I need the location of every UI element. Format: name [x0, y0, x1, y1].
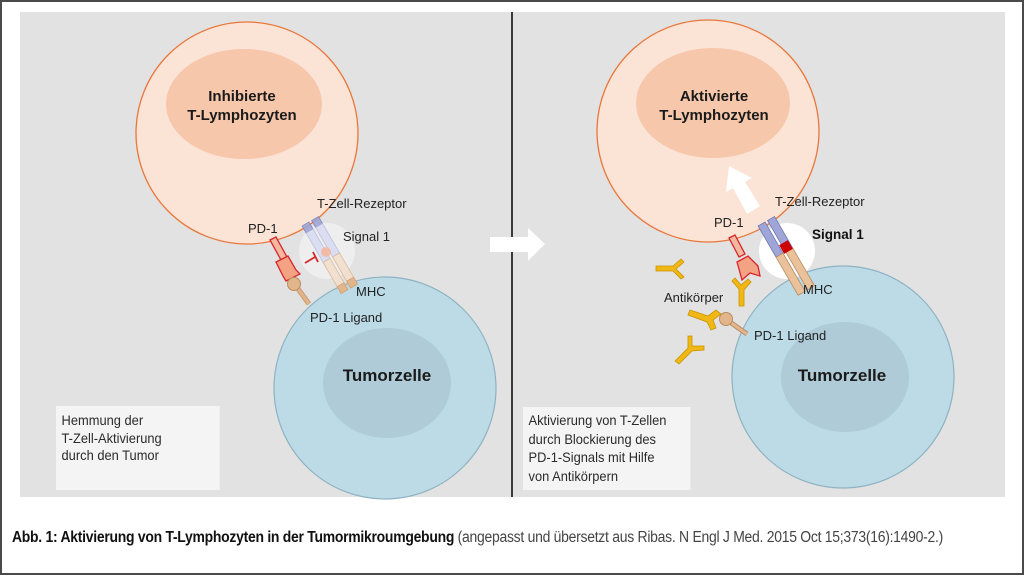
left-note-line: durch den Tumor	[61, 447, 159, 463]
right-note-box: Aktivierung von T-Zellen durch Blockieru…	[523, 407, 691, 490]
right-note-line: durch Blockierung des	[528, 430, 656, 447]
left-tumor-label: Tumorzelle	[343, 366, 431, 385]
right-label-mhc: MHC	[803, 282, 833, 297]
right-note-line: von Antikörpern	[528, 467, 619, 484]
right-label-pd1-ligand: PD-1 Ligand	[754, 328, 826, 343]
right-label-pd1: PD-1	[714, 215, 744, 230]
caption-title: Abb. 1: Aktivierung von T-Lymphozyten in…	[12, 529, 455, 546]
activation-arrow-icon-body	[726, 166, 760, 214]
left-label-pd1-ligand: PD-1 Ligand	[310, 310, 382, 325]
left-t-cell-nucleus	[166, 49, 322, 159]
left-t-cell-label-1: Inhibierte	[208, 88, 276, 105]
transition-arrow-icon	[490, 228, 545, 261]
left-panel: Tumorzelle Inhibierte T-Lymphozyten	[135, 21, 497, 500]
right-panel: Tumorzelle Aktivierte T-Lymphozyten	[596, 19, 955, 489]
right-note-line: Aktivierung von T-Zellen	[528, 412, 667, 428]
left-note-box: Hemmung der T-Zell-Aktivierung durch den…	[56, 406, 220, 490]
left-tumor-nucleus	[323, 328, 451, 438]
right-t-cell-label-2: T-Lymphozyten	[659, 107, 768, 124]
right-t-cell-nucleus	[636, 48, 790, 158]
left-label-mhc: MHC	[356, 284, 386, 299]
left-pd1-receptor	[269, 236, 302, 282]
antibody-icon	[674, 335, 705, 365]
left-signal-dot	[321, 247, 331, 257]
left-note-line: Hemmung der	[61, 412, 144, 428]
antibody-icon	[731, 277, 752, 307]
inhibition-icon	[304, 251, 319, 264]
left-note-line: T-Zell-Aktivierung	[61, 429, 162, 446]
right-tumor-label: Tumorzelle	[798, 366, 886, 385]
caption-source: (angepasst und übersetzt aus Ribas. N En…	[454, 529, 944, 546]
right-note-line: PD-1-Signals mit Hilfe	[528, 449, 655, 465]
left-label-pd1: PD-1	[248, 221, 278, 236]
right-signal-dot	[779, 240, 793, 254]
figure-caption: Abb. 1: Aktivierung von T-Lymphozyten in…	[12, 528, 1012, 547]
left-label-signal: Signal 1	[343, 229, 390, 244]
left-pd1-ligand	[287, 277, 312, 306]
left-label-tcr: T-Zell-Rezeptor	[317, 196, 407, 211]
right-t-cell-label-1: Aktivierte	[680, 88, 748, 105]
right-pd1-ligand	[719, 312, 749, 337]
right-label-antibody: Antikörper	[664, 290, 724, 305]
antibody-icon	[687, 309, 722, 331]
right-label-tcr: T-Zell-Rezeptor	[775, 194, 865, 209]
antibody-icon	[655, 258, 685, 280]
right-pd1-receptor	[728, 234, 761, 282]
right-label-signal: Signal 1	[812, 227, 864, 242]
right-tumor-nucleus	[781, 322, 909, 432]
left-t-cell-label-2: T-Lymphozyten	[187, 107, 296, 124]
